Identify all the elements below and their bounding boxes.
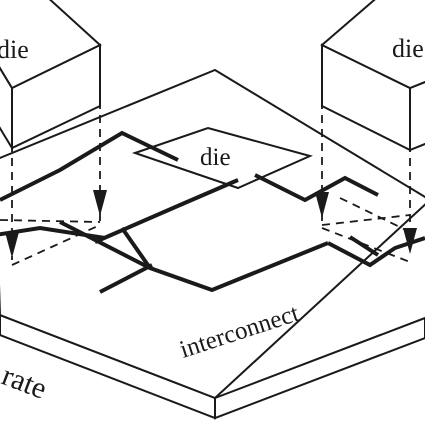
trace-vertical-stub (120, 226, 152, 270)
center-die (131, 126, 313, 190)
arrow-down-icon (315, 192, 329, 218)
trace-left-stub (99, 263, 153, 294)
arrow-down-icon (93, 190, 107, 216)
arrow-down-icon (403, 228, 417, 254)
placement-arrows (5, 190, 417, 258)
dash-right-diagonal-1 (321, 214, 411, 226)
top-right-die-right-face (409, 80, 425, 152)
die-label-top-left: die (0, 35, 29, 64)
die-label-top-right: die (392, 34, 424, 63)
dash-left-diagonal-1 (0, 219, 101, 223)
top-left-die (0, 0, 102, 152)
top-left-die-top-face (0, 0, 102, 90)
dash-left-diagonal-2 (11, 224, 101, 266)
trace-left-upper (0, 130, 179, 202)
substrate (0, 68, 425, 420)
trace-mid-crossing (59, 220, 329, 293)
dash-right-diagonal-2 (321, 227, 411, 263)
top-right-die-top-face (320, 0, 425, 90)
substrate-top-face (0, 68, 425, 400)
trace-right-zigzag (254, 173, 379, 203)
center-die-outline (131, 126, 313, 190)
substrate-label: rate (0, 359, 51, 406)
substrate-right-face (214, 316, 425, 420)
top-right-die (320, 0, 425, 152)
arrow-down-icon (5, 232, 19, 258)
die-label-center: die (200, 144, 231, 171)
